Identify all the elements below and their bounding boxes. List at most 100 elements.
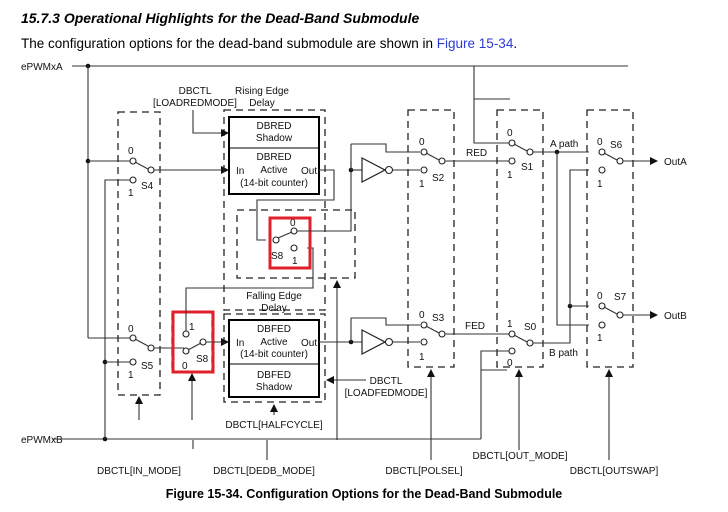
s2-pin1-label: 1	[419, 179, 425, 190]
s8-upper-out-wire	[297, 161, 352, 232]
outb-label: OutB	[664, 311, 687, 322]
dedb-mode-label: DBCTL[DEDB_MODE]	[213, 466, 315, 477]
loadfedmode-label-1: DBCTL	[370, 376, 403, 387]
outswap-label: DBCTL[OUTSWAP]	[570, 466, 659, 477]
s7-label: S7	[614, 292, 627, 303]
b-path-to-s6-wire	[569, 169, 589, 307]
epwmxb-to-s0-wire	[480, 350, 509, 370]
switch-s3[interactable]: 0 1 S3	[419, 310, 446, 363]
dbred-shadow-1: DBRED	[256, 121, 291, 132]
dbfed-shadow-1: DBFED	[257, 370, 291, 381]
dbfed-active-1: DBFED	[257, 324, 291, 335]
intro-end: .	[513, 36, 518, 51]
s8-upper-highlight	[268, 216, 312, 270]
s1-label: S1	[521, 162, 534, 173]
dbfed-in-label: In	[236, 338, 244, 349]
a-path-label: A path	[550, 139, 578, 150]
s5-pin1-label: 1	[128, 370, 134, 381]
dbred-in-label: In	[236, 166, 244, 177]
rising-edge-title-1: Rising Edge	[235, 86, 289, 97]
s7-pin0-label: 0	[597, 291, 603, 302]
b-path-wire	[533, 306, 571, 344]
dbfed-register: DBFED Active (14-bit counter) In Out DBF…	[228, 319, 320, 398]
switch-s1[interactable]: 0 1 S1	[507, 128, 534, 181]
input-epwmxb-label: ePWMxB	[21, 435, 63, 446]
s8-lower-pin0-label: 0	[182, 361, 188, 372]
switch-s0[interactable]: 1 0 S0	[507, 319, 537, 369]
switch-s6[interactable]: 0 1 S6	[597, 137, 624, 190]
loadredmode-label-1: DBCTL	[179, 86, 212, 97]
loadfedmode-label-2: [LOADFEDMODE]	[345, 388, 428, 399]
s4-pin0-label: 0	[128, 146, 134, 157]
dbred-active-1: DBRED	[256, 152, 291, 163]
s6-label: S6	[610, 140, 623, 151]
s0-pin1-label: 1	[507, 319, 513, 330]
s1-pin0-label: 0	[507, 128, 513, 139]
figure-link[interactable]: Figure 15-34	[436, 36, 514, 51]
figure-caption: Figure 15-34. Configuration Options for …	[165, 487, 563, 501]
s6-pin1-label: 1	[597, 179, 603, 190]
dbfed-active-2: Active	[260, 337, 288, 348]
outa-label: OutA	[664, 157, 687, 168]
halfcycle-label: DBCTL[HALFCYCLE]	[225, 420, 322, 431]
s3-label: S3	[432, 313, 445, 324]
epwmxa-to-s1-wire	[473, 99, 509, 144]
switch-s8-lower[interactable]: 1 0 S8	[182, 322, 209, 372]
falling-edge-title-1: Falling Edge	[246, 291, 302, 302]
s0-label: S0	[524, 322, 537, 333]
dbred-out-to-s8-wire	[256, 169, 335, 241]
out-mode-label: DBCTL[OUT_MODE]	[472, 451, 567, 462]
s8-upper-pin1-label: 1	[292, 256, 298, 267]
dbred-out-label: Out	[301, 166, 317, 177]
s8-upper-dashed-block	[236, 209, 356, 279]
section-heading: 15.7.3 Operational Highlights for the De…	[21, 10, 420, 26]
dedb-bracket	[192, 440, 268, 449]
red-label: RED	[466, 148, 487, 159]
out-mode-dashed-block	[496, 109, 544, 368]
switch-s7[interactable]: 0 1 S7	[597, 291, 627, 344]
b-path-label: B path	[549, 348, 578, 359]
s3-pin1-label: 1	[419, 352, 425, 363]
rising-edge-title-2: Delay	[249, 98, 275, 109]
s5-label: S5	[141, 361, 154, 372]
s8-upper-pin0-label: 0	[290, 218, 296, 229]
in-mode-label: DBCTL[IN_MODE]	[97, 466, 181, 477]
falling-dashed-block	[223, 313, 326, 403]
s4-label: S4	[141, 181, 154, 192]
dbfed-out-label: Out	[301, 338, 317, 349]
dbfed-active-3: (14-bit counter)	[240, 349, 308, 360]
switch-s4[interactable]: 0 1 S4	[128, 146, 155, 199]
dbred-register: DBRED Shadow DBRED Active (14-bit counte…	[228, 116, 320, 195]
a-path-to-s7-wire	[556, 152, 589, 326]
in-mode-dashed-block	[117, 111, 161, 396]
s8-lower-label: S8	[196, 354, 209, 365]
dbred-shadow-2: Shadow	[256, 133, 293, 144]
intro-text: The configuration options for the dead-b…	[21, 36, 437, 51]
dbred-active-3: (14-bit counter)	[240, 178, 308, 189]
switch-s2[interactable]: 0 1 S2	[419, 137, 446, 190]
epwmxa-wire	[72, 63, 628, 339]
intro-paragraph: The configuration options for the dead-b…	[21, 36, 517, 51]
loadredmode-arrow	[192, 110, 229, 137]
s2-pin0-label: 0	[419, 137, 425, 148]
switch-s5[interactable]: 0 1 S5	[128, 324, 155, 381]
s6-pin0-label: 0	[597, 137, 603, 148]
outswap-dashed-block	[586, 109, 634, 368]
s3-pin0-label: 0	[419, 310, 425, 321]
dbfed-shadow-2: Shadow	[256, 382, 293, 393]
switch-s8-upper[interactable]: 0 1 S8	[271, 218, 298, 267]
polsel-dashed-block	[407, 109, 455, 368]
half-cycle-dashed-block	[223, 109, 326, 311]
s7-pin1-label: 1	[597, 333, 603, 344]
s1-pin1-label: 1	[507, 170, 513, 181]
dbred-active-2: Active	[260, 165, 288, 176]
loadredmode-label-2: [LOADREDMODE]	[153, 98, 237, 109]
s8-lower-pin1-label: 1	[189, 322, 195, 333]
polsel-label: DBCTL[POLSEL]	[385, 466, 462, 477]
inverter-red	[348, 143, 420, 183]
s8-upper-label: S8	[271, 251, 284, 262]
s5-pin0-label: 0	[128, 324, 134, 335]
fed-label: FED	[465, 321, 485, 332]
s2-label: S2	[432, 173, 445, 184]
